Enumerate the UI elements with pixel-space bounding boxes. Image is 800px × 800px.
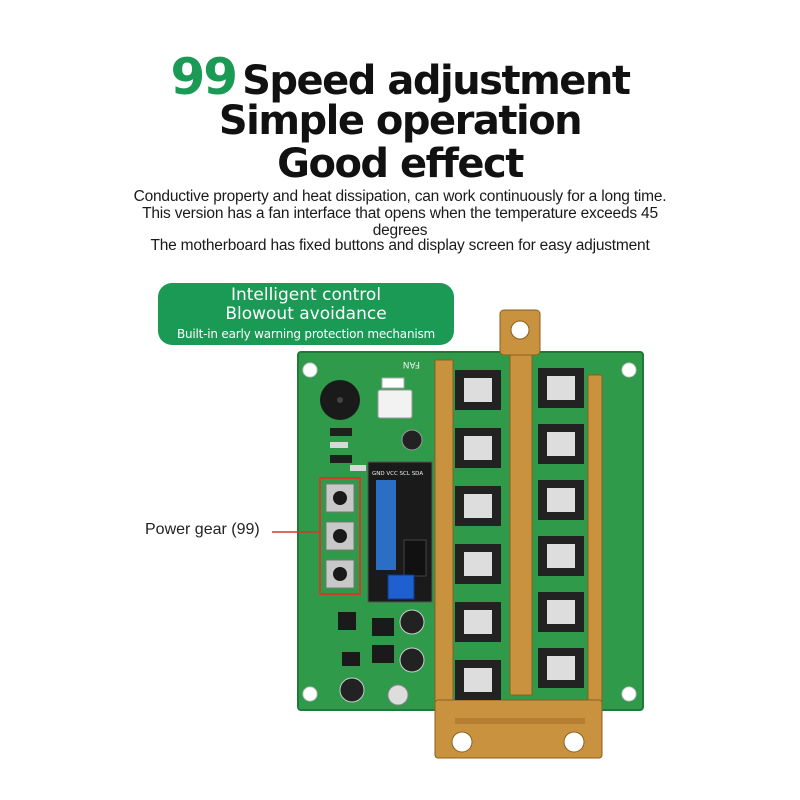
headline-number: 99: [170, 48, 239, 106]
mount-hole-bl: [302, 686, 318, 702]
badge-line-2: Blowout avoidance: [225, 304, 387, 324]
fan-silkscreen: FAN: [403, 359, 420, 369]
headline-line-3: Good effect: [277, 141, 524, 187]
copper-strip-left: [434, 359, 454, 721]
button-up: [325, 483, 355, 513]
mount-hole-tl: [302, 362, 318, 378]
mount-hole-tr: [621, 362, 637, 378]
headline-text-1: Speed adjustment: [242, 58, 631, 104]
copper-strip-right: [587, 374, 603, 721]
capacitor-top: [401, 429, 423, 451]
screw-terminal: [387, 684, 409, 706]
power-gear-callout: Power gear (99): [145, 521, 260, 538]
badge-line-1: Intelligent control: [230, 285, 382, 305]
feature-badge: Intelligent control Blowout avoidance Bu…: [158, 283, 454, 345]
headline-line-2: Simple operation: [218, 98, 583, 144]
power-gear-highlight: [319, 477, 361, 595]
mount-hole-br: [621, 686, 637, 702]
capacitor-2: [399, 609, 425, 635]
badge-line-3: Built-in early warning protection mechan…: [176, 327, 436, 341]
relay-chip: [377, 389, 413, 419]
copper-tab-bottom: [434, 699, 603, 759]
capacitor-4: [339, 677, 365, 703]
copper-strip-center: [509, 354, 533, 696]
description-paragraph-1: Conductive property and heat dissipation…: [133, 188, 667, 239]
capacitor-3: [399, 647, 425, 673]
potentiometer: [387, 574, 415, 600]
mosfet-column-left: [455, 370, 501, 700]
description-paragraph-2: The motherboard has fixed buttons and di…: [150, 237, 650, 254]
oled-pin-labels: GND VCC SCL SDA: [372, 471, 423, 477]
mosfet-column-right: [538, 368, 584, 688]
